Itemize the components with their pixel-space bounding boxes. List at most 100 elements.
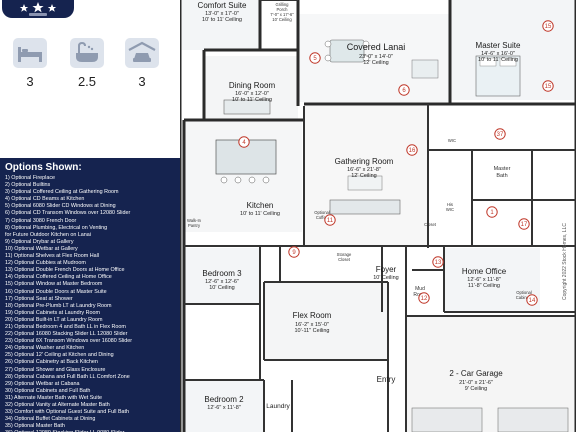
comfort-suite-label: Comfort Suite (198, 1, 247, 10)
opt-cabinets-label-2: Cabinets (516, 295, 533, 300)
option-marker: 13 (432, 256, 444, 268)
bedroom-3-dims: 12'-6" x 12'-6" (205, 279, 239, 285)
option-item: 4) Optional CD Beams at Kitchen (5, 196, 85, 203)
covered-lanai-floor (298, 14, 450, 102)
option-marker: 37 (494, 128, 506, 140)
option-marker-number: 13 (435, 260, 442, 266)
option-marker: 4 (238, 136, 250, 148)
storage-closet-label: Storage (337, 252, 352, 257)
option-marker-circle (494, 128, 506, 140)
garage-count: 3 (138, 74, 146, 89)
option-marker: 6 (398, 84, 410, 96)
option-item: 31) Alternate Master Bath with Wet Suite (5, 394, 102, 401)
option-marker-number: 5 (313, 56, 317, 62)
option-marker-circle (324, 214, 336, 226)
dining-room-ceiling: 10' to 11' Ceiling (232, 97, 272, 103)
option-item: 18) Optional Pre-Plumb LT at Laundry Roo… (5, 302, 112, 309)
bedroom-3-ceiling: 10' Ceiling (209, 285, 235, 291)
bed-icon (13, 38, 47, 68)
option-marker: 17 (518, 218, 530, 230)
master-suite-label: Master Suite (476, 41, 521, 50)
bedroom-3-label: Bedroom 3 (202, 269, 242, 278)
option-item: 33) Comfort with Optional Guest Suite an… (5, 409, 130, 416)
flex-room-label: Flex Room (293, 311, 332, 320)
option-marker: 5 (309, 52, 321, 64)
flex-room-dims: 16'-2" x 15'-0" (295, 322, 329, 328)
option-item: 20) Optional Built-in LT at Laundry Room (5, 316, 103, 323)
option-marker: 16 (406, 144, 418, 156)
option-marker: 1 (486, 206, 498, 218)
option-item: 27) Optional Shower and Glass Enclosure (5, 366, 106, 373)
option-marker-number: 4 (242, 140, 246, 146)
grilling-porch-ceiling: 10' Ceiling (272, 17, 292, 22)
home-office-dims: 12'-6" x 11'-8" (467, 277, 500, 283)
opt-cabinets-label: Optional (516, 290, 532, 295)
covered-lanai-ceiling: 12' Ceiling (363, 60, 389, 66)
opt-coffee-label-2: Coffee (316, 215, 329, 220)
wic-label: WIC (448, 138, 456, 143)
comfort-suite-dims: 13'-0" x 17'-0" (205, 11, 239, 17)
grilling-porch-label-2: Porch (277, 7, 289, 12)
option-item: 8) Optional Plumbing, Electrical on Vent… (5, 224, 108, 231)
option-item: 2) Optional Builtins (5, 182, 51, 189)
option-marker-number: 37 (497, 132, 504, 138)
closet-label: Closet (424, 222, 437, 227)
option-item: 19) Optional Cabinets at Laundry Room (5, 309, 100, 316)
option-marker-circle (432, 256, 444, 268)
grilling-porch-label: Grilling (275, 2, 289, 7)
option-marker-circle (238, 136, 250, 148)
option-marker: 15 (542, 80, 554, 92)
option-marker-circle (406, 144, 418, 156)
option-item: 28) Optional Cabana and Full Bath LL Com… (5, 373, 130, 380)
option-item: 3) Optional Coffered Ceiling at Gatherin… (5, 189, 119, 196)
option-marker-circle (309, 52, 321, 64)
dining-room-label: Dining Room (229, 81, 276, 90)
master-bath-label: Master (494, 166, 511, 172)
home-office-label: Home Office (462, 267, 507, 276)
flex-room-floor (264, 282, 388, 360)
kitchen-ceiling: 10' to 11' Ceiling (240, 211, 280, 217)
option-item: 11) Optional Shelves at Flex Room Hall (5, 253, 99, 260)
master-bath-label-2: Bath (496, 173, 507, 179)
comfort-suite-floor (180, 0, 260, 50)
bedroom-count: 3 (26, 74, 34, 89)
option-item: 25) Optional 12' Ceiling at Kitchen and … (5, 352, 114, 359)
option-marker-circle (542, 20, 554, 32)
option-item: 6) Optional CD Transom Windows over 1208… (5, 210, 131, 217)
option-item: 10) Optional Wetbar at Gallery (5, 245, 78, 252)
option-marker-circle (518, 218, 530, 230)
entry-label: Entry (377, 375, 396, 384)
gathering-room-ceiling: 12' Ceiling (351, 173, 377, 179)
garage-ceiling: 9' Ceiling (465, 386, 487, 392)
garage-doors (411, 407, 569, 432)
covered-lanai-dims: 23'-0" x 14'-0" (359, 54, 393, 60)
home-office-floor (444, 248, 540, 312)
storage-closet-label-2: Closet (338, 257, 351, 262)
bedroom-2-dims: 12'-6" x 11'-8" (207, 405, 240, 411)
option-marker-number: 17 (521, 222, 528, 228)
star-logo (19, 2, 57, 16)
grilling-porch-dims: 7'-0" x 17'-6" (270, 12, 294, 17)
garage-label: 2 - Car Garage (449, 369, 503, 378)
option-item: 26) Optional Cabinetry at Back Kitchen (5, 359, 98, 366)
option-item: 5) Optional 6080 Slider CD Windows at Di… (5, 203, 116, 210)
option-marker-number: 14 (529, 298, 536, 304)
option-marker-circle (418, 292, 430, 304)
option-marker: 11 (324, 214, 336, 226)
his-wic-label: His (447, 202, 453, 207)
foyer-label: Foyer (376, 265, 397, 274)
bedroom-2-label: Bedroom 2 (204, 395, 244, 404)
comfort-suite-ceiling: 10' to 11' Ceiling (202, 17, 242, 23)
option-item: 29) Optional Wetbar at Cabana (5, 380, 80, 387)
option-marker-number: 9 (292, 250, 296, 256)
option-item: 13) Optional Double French Doors at Home… (5, 267, 125, 274)
dining-room-dims: 16'-0" x 12'-0" (235, 91, 269, 97)
foyer-ceiling: 10' Ceiling (373, 275, 399, 281)
builder-logo-badge (2, 0, 74, 18)
covered-lanai-label: Covered Lanai (347, 42, 406, 52)
option-item: 21) Optional Bedroom 4 and Bath LL in Fl… (5, 323, 126, 330)
option-marker: 12 (418, 292, 430, 304)
